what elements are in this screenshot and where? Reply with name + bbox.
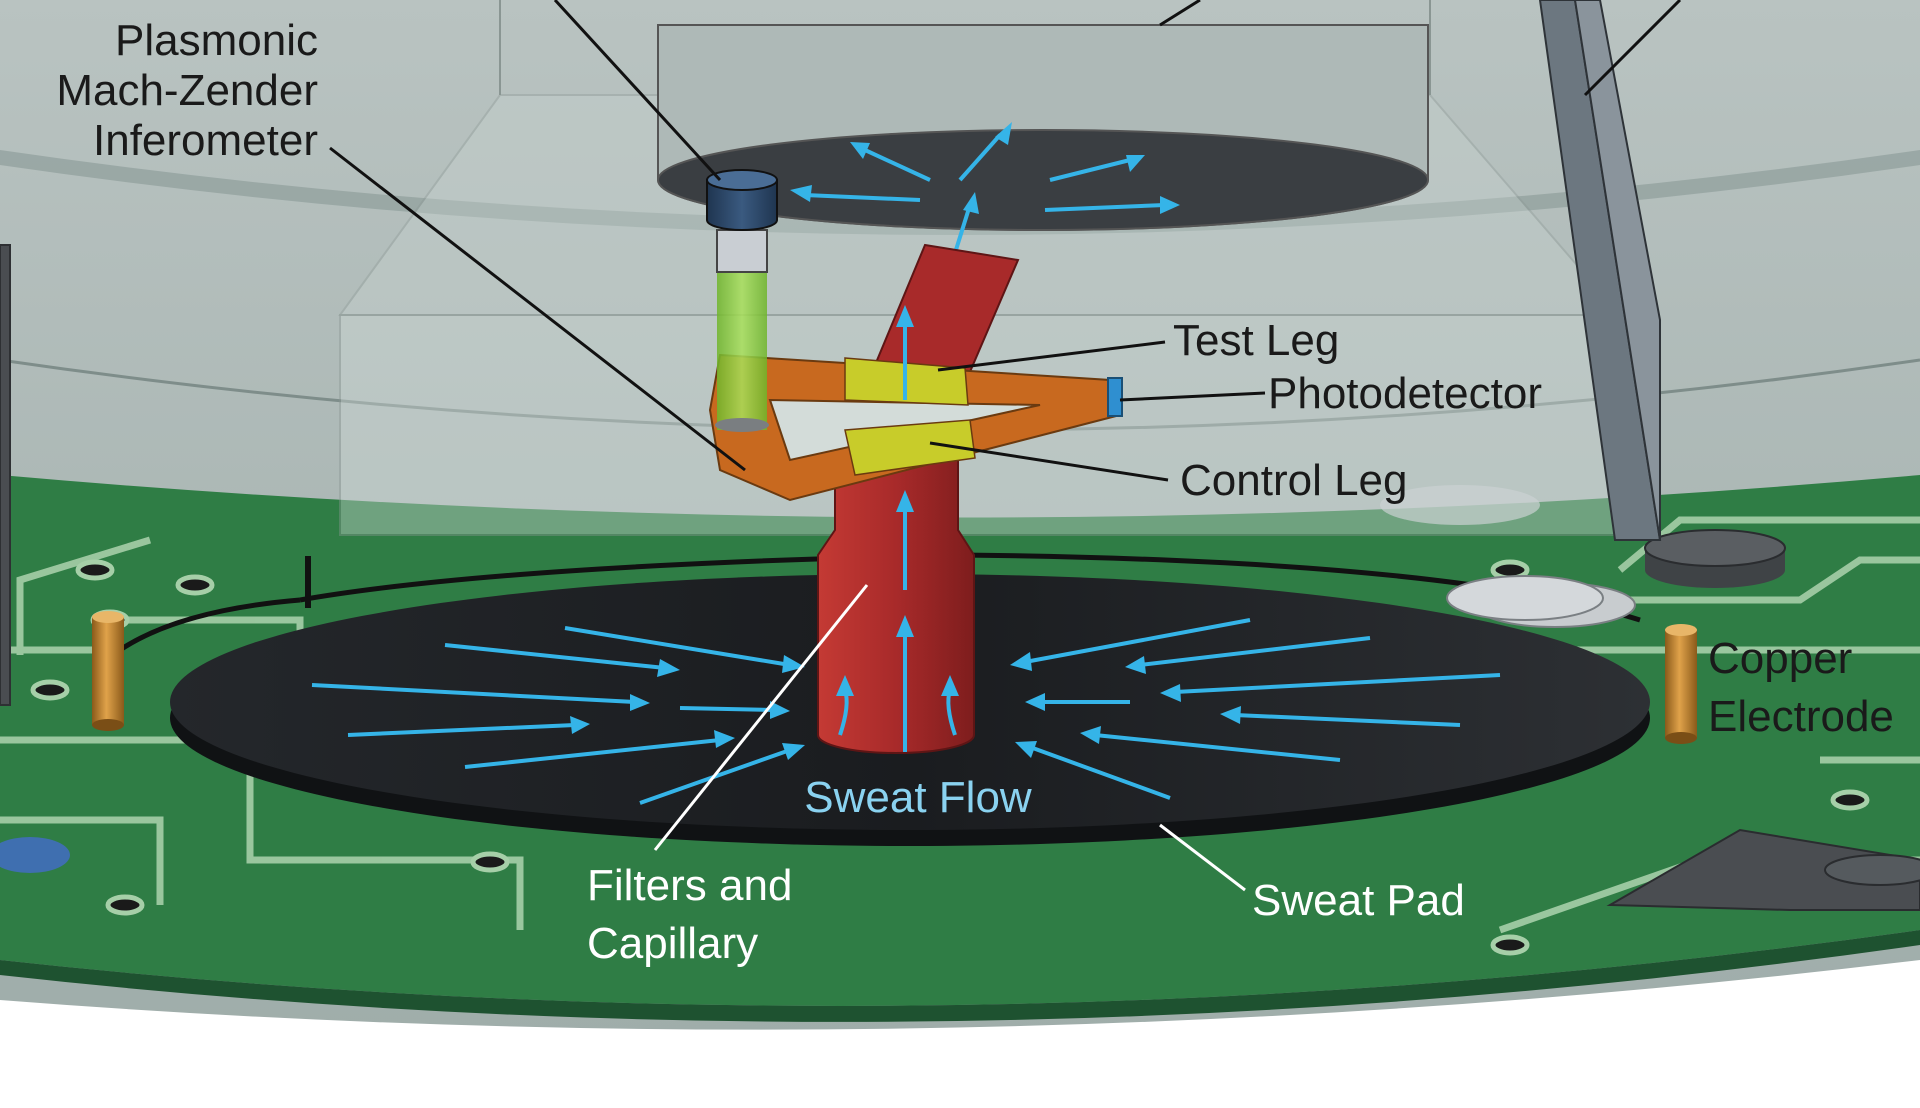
side-panel (1538, 0, 1662, 541)
board-vias (30, 559, 1870, 956)
mzi-label-line3: Inferometer (93, 116, 318, 165)
copper-electrode-left (92, 611, 124, 731)
filters-label-line1: Filters and (587, 861, 792, 910)
mach-zender-interferometer (708, 353, 1123, 502)
sweat-flow-label: Sweat Flow (804, 773, 1032, 822)
copper-electrode-label-line2: Electrode (1708, 692, 1894, 741)
left-stack (0, 244, 11, 706)
sweat-pad-label: Sweat Pad (1252, 876, 1465, 925)
blue-component (0, 837, 70, 873)
photodetector-chip (1107, 377, 1123, 417)
control-leg-sensing-region (844, 419, 976, 476)
filters-label-line2: Capillary (587, 919, 758, 968)
inflow-arrows (311, 320, 1501, 805)
control-leg-label: Control Leg (1180, 456, 1407, 505)
mzi-label-line2: Mach-Zender (56, 66, 318, 115)
reference-discs (1380, 485, 1786, 628)
mzi-label-line1: Plasmonic (115, 16, 318, 65)
test-leg-label: Test Leg (1173, 316, 1339, 365)
reservoir-cylinder (657, 24, 1429, 231)
button-component (1824, 854, 1920, 886)
leader-lines (329, 0, 1682, 892)
battery-component (1606, 828, 1920, 911)
copper-electrode-right (1665, 624, 1697, 744)
electrode-ring-left (118, 597, 301, 653)
light-source (706, 169, 778, 432)
copper-electrode-label-line1: Copper (1708, 634, 1852, 683)
photodetector-label: Photodetector (1268, 369, 1542, 418)
labels: Plasmonic Mach-Zender Inferometer Test L… (56, 16, 1894, 968)
